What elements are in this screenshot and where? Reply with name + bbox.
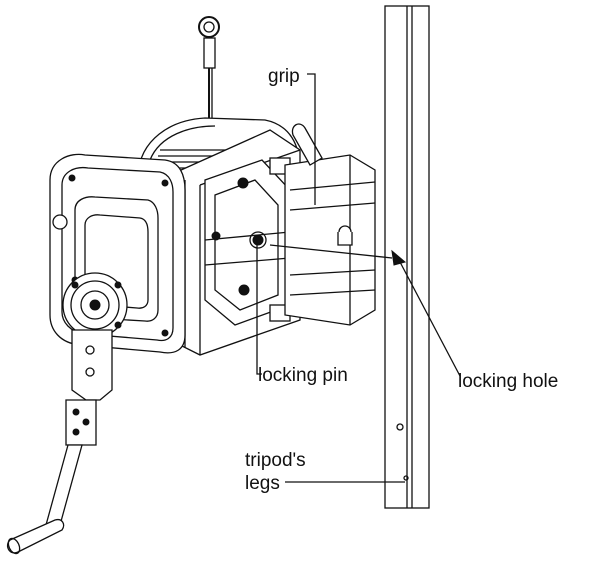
crank-hub [62, 272, 128, 338]
label-locking-pin-text: locking pin [258, 365, 348, 386]
label-grip-text: grip [268, 66, 300, 87]
label-tripod-legs-line2: legs [245, 473, 280, 494]
label-grip: grip [268, 66, 316, 205]
label-tripod-legs-line1: tripod's [245, 450, 306, 471]
clamp-sleeve [284, 154, 376, 326]
crank-arm [6, 329, 113, 555]
mounting-bracket [204, 157, 291, 326]
label-tripod-legs: tripod's legs [245, 450, 405, 494]
tripod-leg [384, 5, 430, 509]
label-locking-pin: locking pin [256, 240, 348, 386]
label-locking-hole: locking hole [269, 244, 558, 392]
label-locking-hole-text: locking hole [458, 371, 558, 392]
